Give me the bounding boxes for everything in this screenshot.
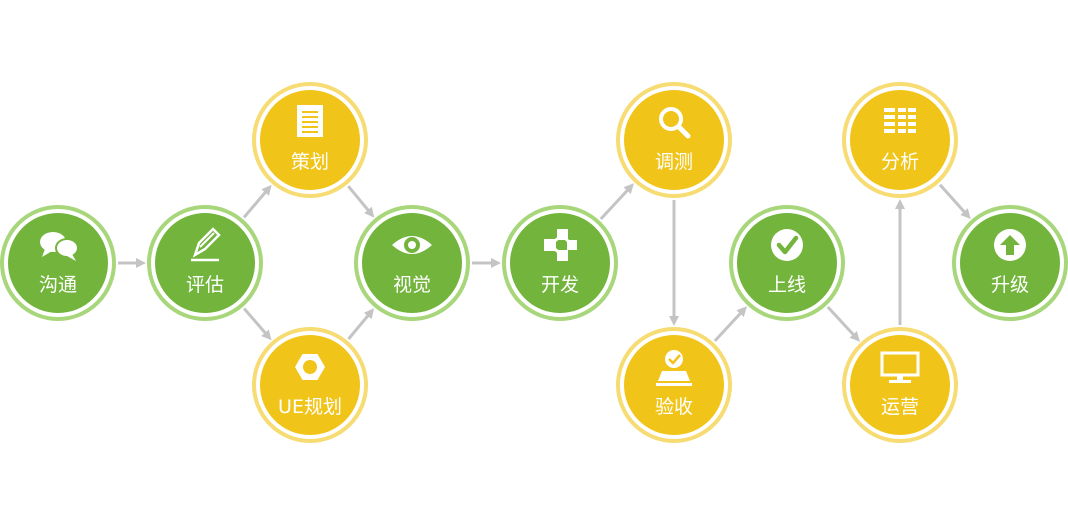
node-fill — [624, 90, 724, 190]
pencil-icon — [191, 227, 221, 262]
user-check-icon — [656, 350, 692, 386]
node-label: 沟通 — [39, 274, 77, 296]
node-shijue: 视觉 — [354, 205, 470, 321]
node-fill — [260, 335, 360, 435]
node-fill — [510, 213, 610, 313]
monitor-icon — [880, 351, 920, 383]
magnifier-icon — [659, 107, 691, 139]
hexagon-nut-icon — [295, 354, 325, 380]
edge-shangxian-to-yunying — [826, 305, 860, 342]
node-label: 分析 — [881, 151, 919, 173]
node-label: 开发 — [541, 274, 579, 296]
node-fenxi: 分析 — [842, 82, 958, 198]
node-label: 上线 — [768, 274, 806, 296]
node-fill — [960, 213, 1060, 313]
node-label: 运营 — [881, 396, 919, 418]
node-yunying: 运营 — [842, 327, 958, 443]
node-goutong: 沟通 — [0, 205, 116, 321]
arrow-up-circle-icon — [994, 229, 1026, 261]
node-fill — [155, 213, 255, 313]
node-fill — [362, 213, 462, 313]
node-ue: UE规划 — [252, 327, 368, 443]
node-shengji: 升级 — [952, 205, 1068, 321]
node-cehua: 策划 — [252, 82, 368, 198]
node-fill — [737, 213, 837, 313]
node-label: 升级 — [991, 274, 1029, 296]
node-label: 策划 — [291, 151, 329, 173]
document-icon — [297, 105, 323, 137]
node-yanshou: 验收 — [616, 327, 732, 443]
edge-fenxi-to-shengji — [938, 183, 971, 220]
node-label: 视觉 — [393, 274, 431, 296]
bars-list-icon — [884, 108, 916, 133]
node-tiaoce: 调测 — [616, 82, 732, 198]
node-fill — [850, 335, 950, 435]
network-nodes-icon — [544, 229, 577, 261]
edge-ue-to-shijue — [347, 308, 375, 340]
edges-layer — [118, 183, 971, 343]
node-pinggu: 评估 — [147, 205, 263, 321]
node-label: 调测 — [655, 151, 693, 173]
edge-yanshou-to-shangxian — [713, 306, 747, 343]
eye-icon — [392, 236, 432, 254]
node-fill — [260, 90, 360, 190]
node-label: 验收 — [655, 396, 693, 418]
edge-kaifa-to-tiaoce — [599, 183, 634, 221]
edge-pinggu-to-ue — [242, 307, 272, 341]
node-fill — [850, 90, 950, 190]
node-label: 评估 — [186, 274, 224, 296]
edge-cehua-to-shijue — [347, 185, 375, 218]
chat-bubbles-icon — [40, 232, 79, 261]
node-fill — [8, 213, 108, 313]
node-kaifa: 开发 — [502, 205, 618, 321]
check-circle-icon — [771, 229, 803, 261]
edge-pinggu-to-cehua — [242, 184, 272, 219]
node-label: UE规划 — [278, 396, 342, 418]
node-shangxian: 上线 — [729, 205, 845, 321]
